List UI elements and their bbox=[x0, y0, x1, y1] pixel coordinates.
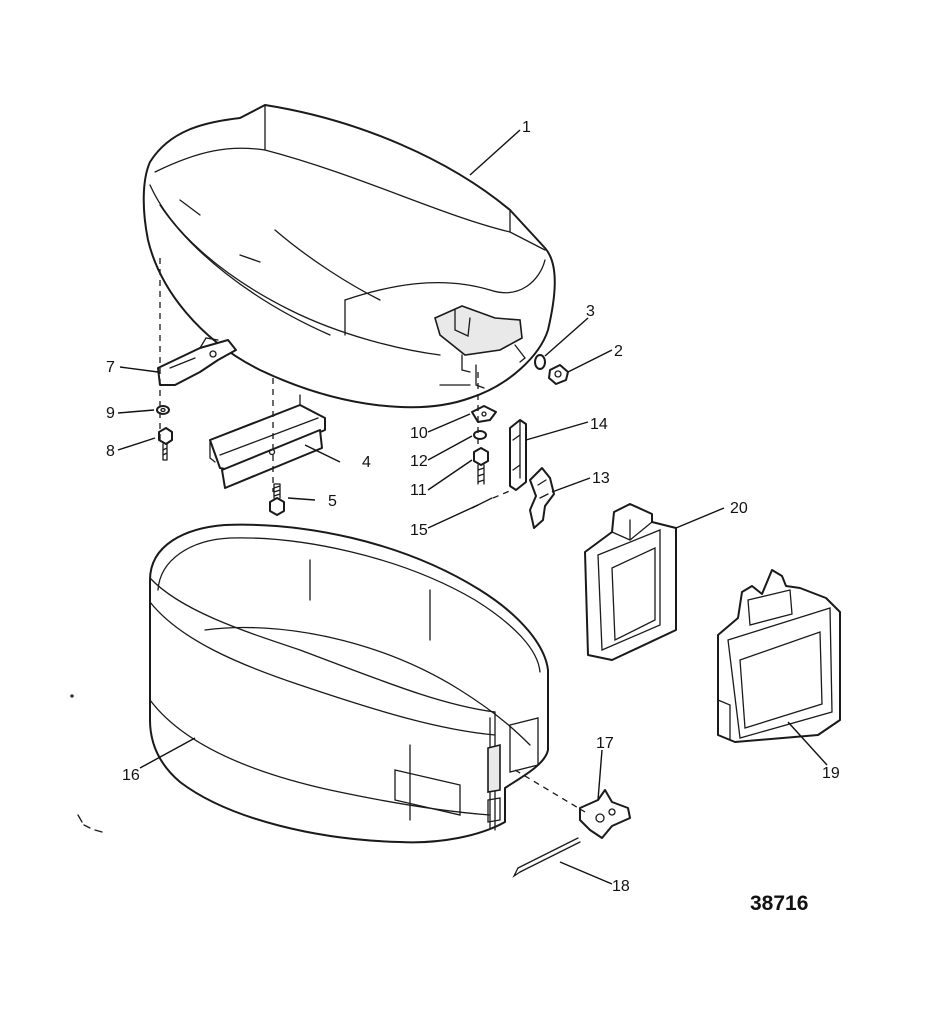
callout-11: 11 bbox=[410, 482, 427, 499]
rear-plate bbox=[471, 405, 497, 423]
callout-20: 20 bbox=[730, 500, 748, 517]
hinge-latch bbox=[579, 789, 631, 839]
rear-screw bbox=[473, 447, 489, 485]
front-washer bbox=[156, 405, 170, 415]
callout-5: 5 bbox=[328, 493, 337, 510]
callout-17: 17 bbox=[596, 735, 614, 752]
callout-14: 14 bbox=[590, 416, 608, 433]
cowl-washer bbox=[534, 354, 546, 370]
rear-seal bbox=[717, 569, 841, 743]
cowl-nut bbox=[548, 364, 569, 385]
callout-15: 15 bbox=[410, 522, 428, 539]
front-latch-bracket bbox=[157, 337, 237, 386]
callout-12: 12 bbox=[410, 453, 428, 470]
callout-1: 1 bbox=[522, 119, 531, 136]
figure-number: 38716 bbox=[750, 892, 808, 915]
lower-support-bracket bbox=[209, 394, 326, 489]
callout-16: 16 bbox=[122, 767, 140, 784]
latch-hook bbox=[529, 467, 555, 529]
callout-19: 19 bbox=[822, 765, 840, 782]
lower-cowl-band bbox=[149, 523, 549, 844]
callout-18: 18 bbox=[612, 878, 630, 895]
callout-3: 3 bbox=[586, 303, 595, 320]
latch-plate bbox=[509, 419, 527, 491]
scan-marks bbox=[70, 694, 103, 833]
callout-9: 9 bbox=[106, 405, 115, 422]
front-screw bbox=[158, 427, 173, 461]
rear-washer bbox=[473, 430, 487, 440]
callout-4: 4 bbox=[362, 454, 371, 471]
leader-lines bbox=[117, 129, 828, 885]
top-cowl bbox=[142, 104, 556, 409]
callout-13: 13 bbox=[592, 470, 610, 487]
callout-2: 2 bbox=[614, 343, 623, 360]
callout-8: 8 bbox=[106, 443, 115, 460]
callout-7: 7 bbox=[106, 359, 115, 376]
callout-10: 10 bbox=[410, 425, 428, 442]
assembly-lines bbox=[159, 258, 586, 813]
hinge-pin bbox=[512, 837, 581, 878]
callout-labels: 1 2 3 4 5 7 9 8 10 12 11 14 13 15 20 19 … bbox=[106, 119, 840, 915]
bracket-bolt bbox=[269, 483, 285, 516]
seal-frame bbox=[584, 503, 677, 661]
